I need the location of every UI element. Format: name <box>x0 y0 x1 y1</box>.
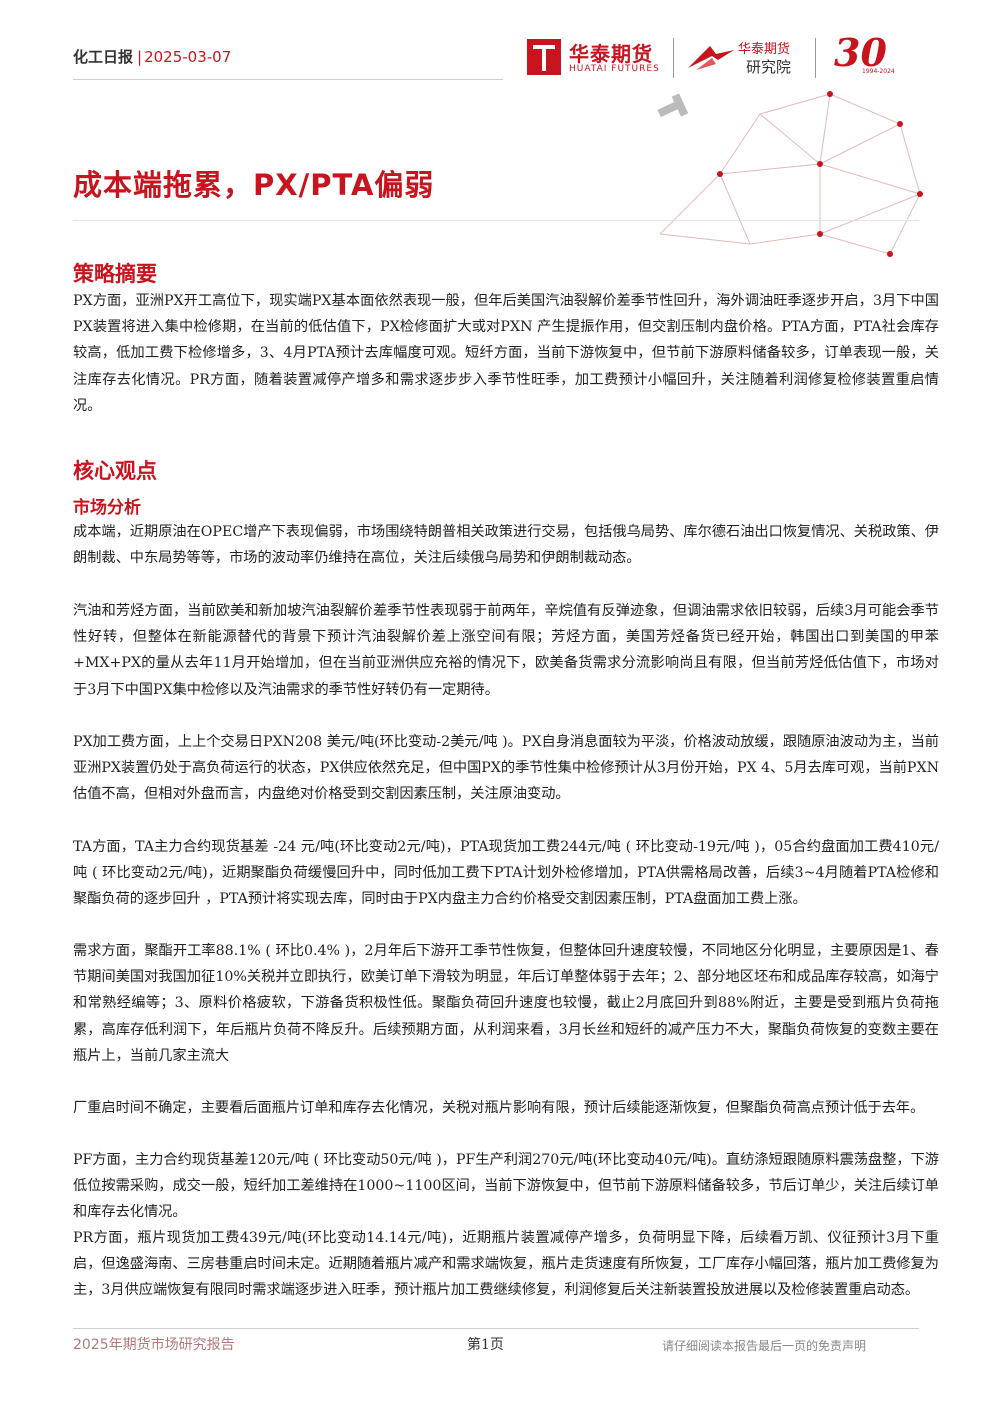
logo-divider <box>673 38 674 78</box>
header-rule <box>73 79 503 80</box>
logo-en-text: HUATAI FUTURES <box>569 64 660 74</box>
paragraph-demand-cont: 厂重启时间不确定，主要看后面瓶片订单和库存去化情况，关税对瓶片影响有限，预计后续… <box>73 1100 925 1116</box>
institute-line1: 华泰期货 <box>738 42 791 57</box>
research-institute-logo: 华泰期货 研究院 <box>686 36 806 80</box>
header-separator: | <box>137 48 143 66</box>
bird-icon <box>688 46 734 70</box>
core-heading: 核心观点 <box>73 459 157 483</box>
paragraph-gasoline-aromatics: 汽油和芳烃方面，当前欧美和新加坡汽油裂解价差季节性表现弱于前两年，辛烷值有反弹迹… <box>73 603 939 698</box>
footer-page-number: 第1页 <box>467 1337 504 1353</box>
paragraph-demand: 需求方面，聚酯开工率88.1% ( 环比0.4% )，2月年后下游开工季节性恢复… <box>73 943 939 1064</box>
logo-cn-text: 华泰期货 <box>569 42 653 66</box>
institute-line2: 研究院 <box>746 58 792 76</box>
paragraph-px: PX加工费方面，上上个交易日PXN208 美元/吨(环比变动-2美元/吨 )。P… <box>73 734 939 803</box>
footer-report-name: 2025年期货市场研究报告 <box>73 1337 235 1353</box>
network-decoration-icon <box>657 91 923 257</box>
report-title: 成本端拖累，PX/PTA偏弱 <box>73 168 435 202</box>
paragraph-cost: 成本端，近期原油在OPEC增产下表现偏弱，市场围绕特朗普相关政策进行交易，包括俄… <box>73 524 939 567</box>
header-report-meta: 化工日报|2025-03-07 <box>73 46 231 67</box>
paragraph-pf: PF方面，主力合约现货基差120元/吨 ( 环比变动50元/吨 )，PF生产利润… <box>73 1152 939 1221</box>
paragraph-pr: PR方面，瓶片现货加工费439元/吨(环比变动14.14元/吨)，近期瓶片装置减… <box>73 1230 939 1299</box>
huatai-logo-icon <box>527 39 561 75</box>
footer-disclaimer-note: 请仔细阅读本报告最后一页的免责声明 <box>662 1339 867 1353</box>
anniversary-years: 1994-2024 <box>862 68 895 75</box>
paragraph-ta: TA方面，TA主力合约现货基差 -24 元/吨(环比变动2元/吨)，PTA现货加… <box>73 839 939 908</box>
strategy-text: PX方面，亚洲PX开工高位下，现实端PX基本面依然表现一般，但年后美国汽油裂解价… <box>73 293 939 414</box>
strategy-heading: 策略摘要 <box>73 262 157 286</box>
market-analysis-heading: 市场分析 <box>73 498 141 518</box>
title-rule <box>73 220 919 221</box>
anniversary-logo: 30 1994-2024 <box>834 30 906 80</box>
report-date: 2025-03-07 <box>144 48 232 66</box>
anniversary-number: 30 <box>834 30 887 75</box>
footer-rule <box>73 1328 919 1329</box>
huatai-futures-logo: 华泰期货 HUATAI FUTURES <box>527 37 667 79</box>
logo-divider-2 <box>815 38 816 78</box>
report-type: 化工日报 <box>73 48 134 66</box>
